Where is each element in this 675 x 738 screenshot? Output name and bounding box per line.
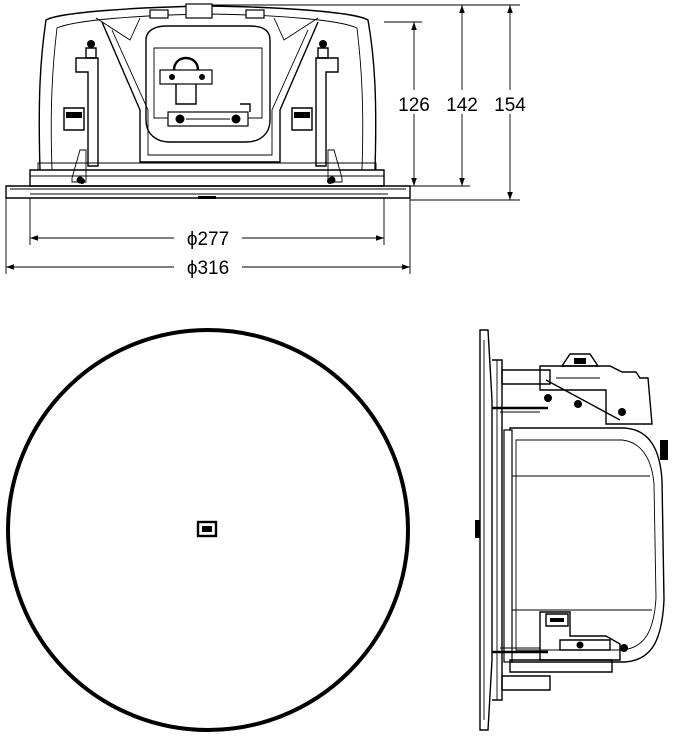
dimension-label-142: 142 bbox=[446, 95, 478, 116]
dimension-label-154: 154 bbox=[494, 95, 526, 116]
dimension-height-126: 126 bbox=[398, 22, 430, 186]
conduit-clamp bbox=[159, 56, 213, 105]
center-funnel bbox=[101, 3, 319, 163]
grille-front-view bbox=[6, 328, 410, 732]
terminal-rail bbox=[167, 103, 251, 127]
side-upper-clamp bbox=[492, 353, 653, 425]
right-bracket bbox=[291, 40, 343, 184]
side-lower-clamp bbox=[492, 611, 628, 691]
brand-logo-badge bbox=[196, 520, 218, 538]
side-back-can bbox=[503, 427, 668, 663]
front-elevation-view: 126 142 154 ϕ277 bbox=[5, 3, 526, 279]
dimension-label-316: ϕ316 bbox=[187, 258, 229, 279]
side-elevation-view bbox=[475, 329, 668, 731]
dimension-height-142: 142 bbox=[446, 4, 478, 186]
dimension-diameter-277: ϕ277 bbox=[30, 229, 384, 250]
side-mounting-plate bbox=[492, 359, 503, 701]
back-can bbox=[38, 5, 377, 171]
left-bracket bbox=[63, 40, 99, 184]
dimension-height-154: 154 bbox=[494, 4, 526, 200]
trim-ring bbox=[5, 185, 411, 199]
dimension-label-126: 126 bbox=[398, 95, 430, 116]
dimension-label-277: ϕ277 bbox=[187, 229, 229, 250]
dimension-diameter-316: ϕ316 bbox=[5, 258, 410, 279]
side-trim-ring bbox=[475, 329, 493, 731]
